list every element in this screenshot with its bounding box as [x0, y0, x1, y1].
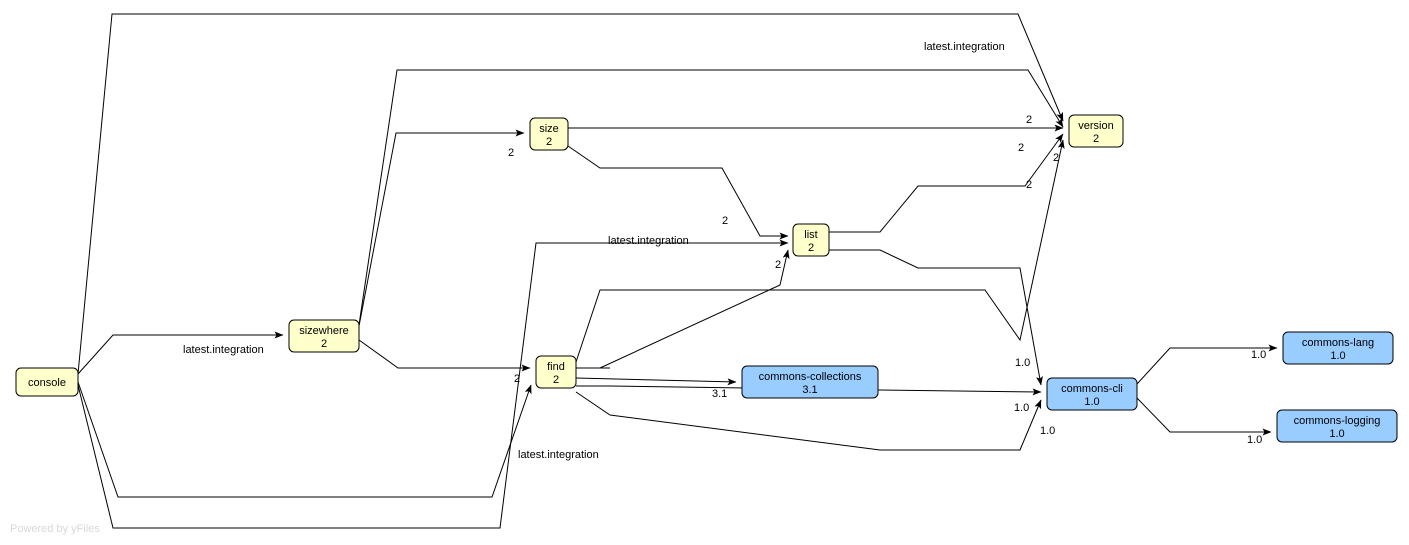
edge-label-size-version: 2: [1018, 142, 1024, 154]
edge-commons-cli-commons-logging[interactable]: [1136, 397, 1272, 436]
node-list-version: 2: [808, 242, 814, 254]
node-commons-lang-rect[interactable]: [1282, 331, 1394, 365]
edge-label-list-commons-cli: 1.0: [1015, 357, 1030, 369]
node-find-rect[interactable]: [535, 355, 577, 389]
edge-sizewhere-version[interactable]: [358, 69, 1064, 326]
edge-label-list-version: 2: [1026, 179, 1032, 191]
node-sizewhere-rect[interactable]: [288, 319, 360, 353]
nodes-layer: console sizewhere 2 size 2 list 2 find 2: [15, 114, 1398, 443]
edge-label-find-commons-cli: 1.0: [1014, 402, 1029, 414]
edge-label-console-version: latest.integration: [924, 41, 1005, 53]
edge-console-list[interactable]: [77, 239, 789, 529]
node-commons-collections-version: 3.1: [802, 384, 817, 396]
node-commons-collections-name: commons-collections: [759, 371, 862, 383]
edge-label-find-version: 2: [1053, 152, 1059, 164]
node-version[interactable]: version 2: [1068, 114, 1124, 148]
node-commons-cli[interactable]: commons-cli 1.0: [1046, 377, 1138, 411]
node-commons-collections-rect[interactable]: [741, 365, 879, 399]
node-commons-lang-name: commons-lang: [1302, 337, 1374, 349]
edge-label-sizewhere-find: 2: [514, 373, 520, 385]
node-find-version: 2: [553, 374, 559, 386]
edge-console-sizewhere[interactable]: [77, 331, 284, 375]
node-sizewhere-name: sizewhere: [299, 325, 349, 337]
edge-label-sizewhere-size: 2: [508, 147, 514, 159]
edge-label-console-sizewhere: latest.integration: [183, 344, 264, 356]
node-size-rect[interactable]: [529, 117, 569, 151]
edge-sizewhere-size[interactable]: [358, 129, 525, 327]
node-find[interactable]: find 2: [535, 355, 577, 389]
node-console-name: console: [28, 377, 66, 389]
node-commons-logging-version: 1.0: [1329, 428, 1344, 440]
node-version-name: version: [1078, 120, 1113, 132]
edge-label-size-list: 2: [722, 215, 728, 227]
node-sizewhere[interactable]: sizewhere 2: [288, 319, 360, 353]
node-commons-cli-version: 1.0: [1084, 396, 1099, 408]
edge-label-sizewhere-version: 2: [1026, 114, 1032, 126]
edge-label-console-find: latest.integration: [518, 449, 599, 461]
node-commons-lang-version: 1.0: [1330, 350, 1345, 362]
node-list-name: list: [804, 229, 817, 241]
node-size-version: 2: [546, 136, 552, 148]
edge-label-find-commons-collections: 3.1: [712, 388, 727, 400]
node-list[interactable]: list 2: [792, 223, 830, 257]
edge-find-commons-collections[interactable]: [575, 377, 737, 386]
edge-console-version[interactable]: [77, 13, 1064, 375]
node-find-name: find: [547, 361, 565, 373]
node-size[interactable]: size 2: [529, 117, 569, 151]
edge-labels-layer: latest.integration latest.integration la…: [183, 41, 1266, 461]
yfiles-watermark: Powered by yFiles: [10, 523, 100, 535]
node-list-rect[interactable]: [792, 223, 830, 257]
node-commons-logging-name: commons-logging: [1294, 415, 1381, 427]
edge-console-commons-cli[interactable]: [575, 391, 1042, 451]
edge-sizewhere-find[interactable]: [358, 339, 531, 372]
node-console[interactable]: console: [15, 367, 79, 397]
edge-label-commons-cli-commons-lang: 1.0: [1251, 349, 1266, 361]
edge-console-find[interactable]: [77, 381, 532, 498]
edge-find-version[interactable]: [575, 139, 1065, 363]
edge-list-commons-cli[interactable]: [829, 249, 1043, 386]
edge-label-find-list: 2: [775, 259, 781, 271]
node-commons-lang[interactable]: commons-lang 1.0: [1282, 331, 1394, 365]
edge-find-list[interactable]: [576, 249, 790, 369]
edges-layer: [77, 13, 1278, 529]
node-commons-cli-name: commons-cli: [1061, 383, 1123, 395]
node-size-name: size: [539, 123, 559, 135]
node-commons-collections[interactable]: commons-collections 3.1: [741, 365, 879, 399]
edge-label-console-commons-cli: 1.0: [1040, 425, 1055, 437]
edge-commons-cli-commons-lang[interactable]: [1136, 344, 1278, 385]
node-sizewhere-version: 2: [321, 338, 327, 350]
node-version-version: 2: [1093, 133, 1099, 145]
edge-label-commons-cli-commons-logging: 1.0: [1247, 434, 1262, 446]
node-commons-logging-rect[interactable]: [1276, 409, 1398, 443]
edge-list-version[interactable]: [829, 133, 1064, 233]
node-commons-cli-rect[interactable]: [1046, 377, 1138, 411]
edge-size-list[interactable]: [567, 145, 789, 240]
edge-label-console-list: latest.integration: [608, 235, 689, 247]
node-version-rect[interactable]: [1068, 114, 1124, 148]
node-console-rect[interactable]: [15, 367, 79, 397]
node-commons-logging[interactable]: commons-logging 1.0: [1276, 409, 1398, 443]
